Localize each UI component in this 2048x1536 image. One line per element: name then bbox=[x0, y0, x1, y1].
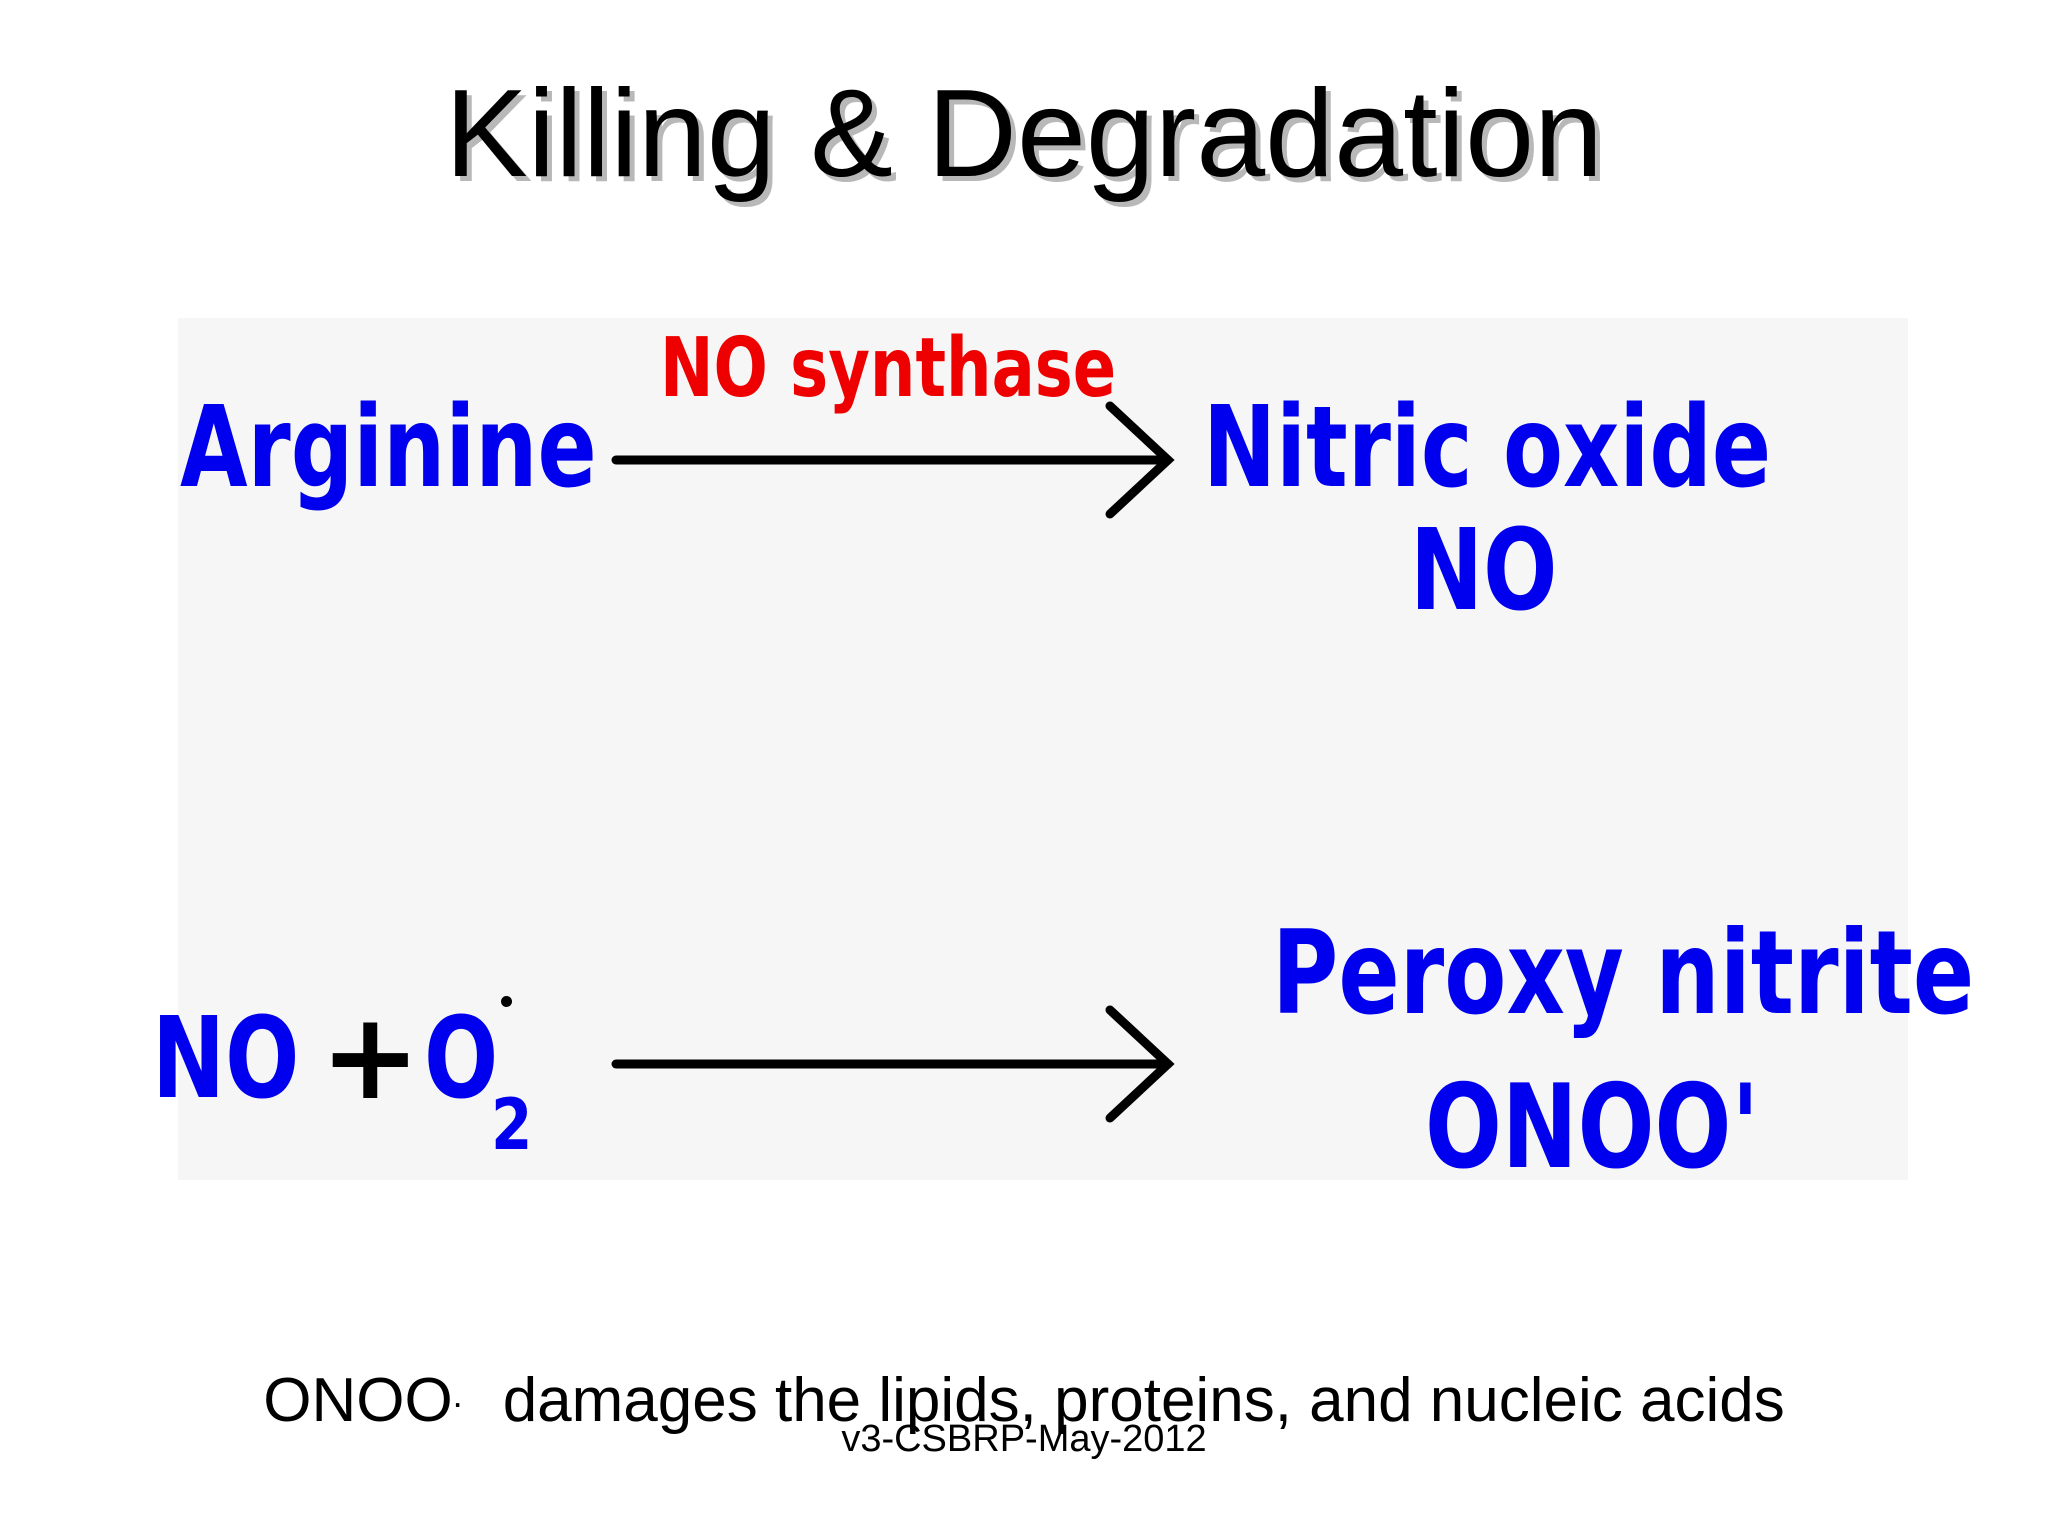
caption-species: ONOO bbox=[263, 1366, 453, 1435]
product-peroxy-nitrite: Peroxy nitrite bbox=[1272, 906, 1975, 1041]
caption-text: damages the lipids, proteins, and nuclei… bbox=[502, 1366, 1785, 1435]
caption-superscript: . bbox=[452, 1374, 463, 1415]
product-nitric-oxide: Nitric oxide bbox=[1203, 383, 1772, 513]
product-no-formula: NO bbox=[1410, 506, 1558, 636]
radical-dot bbox=[501, 996, 512, 1007]
plus-sign: + bbox=[320, 988, 421, 1127]
reactant-no: NO bbox=[152, 994, 300, 1124]
slide-title: Killing & Degradation bbox=[444, 65, 1604, 203]
o2-subscript: 2 bbox=[491, 1084, 533, 1166]
reactant-arginine: Arginine bbox=[180, 383, 597, 513]
reaction2-arrow bbox=[611, 1005, 1175, 1123]
reactant-o2: O bbox=[424, 994, 499, 1124]
caption: ONOO.damages the lipids, proteins, and n… bbox=[0, 1370, 2048, 1432]
reaction1-arrow bbox=[611, 401, 1175, 519]
enzyme-label: NO synthase bbox=[660, 321, 1117, 416]
footer-version: v3-CSBRP-May-2012 bbox=[841, 1418, 1207, 1460]
product-onoo-formula: ONOO' bbox=[1425, 1060, 1760, 1195]
